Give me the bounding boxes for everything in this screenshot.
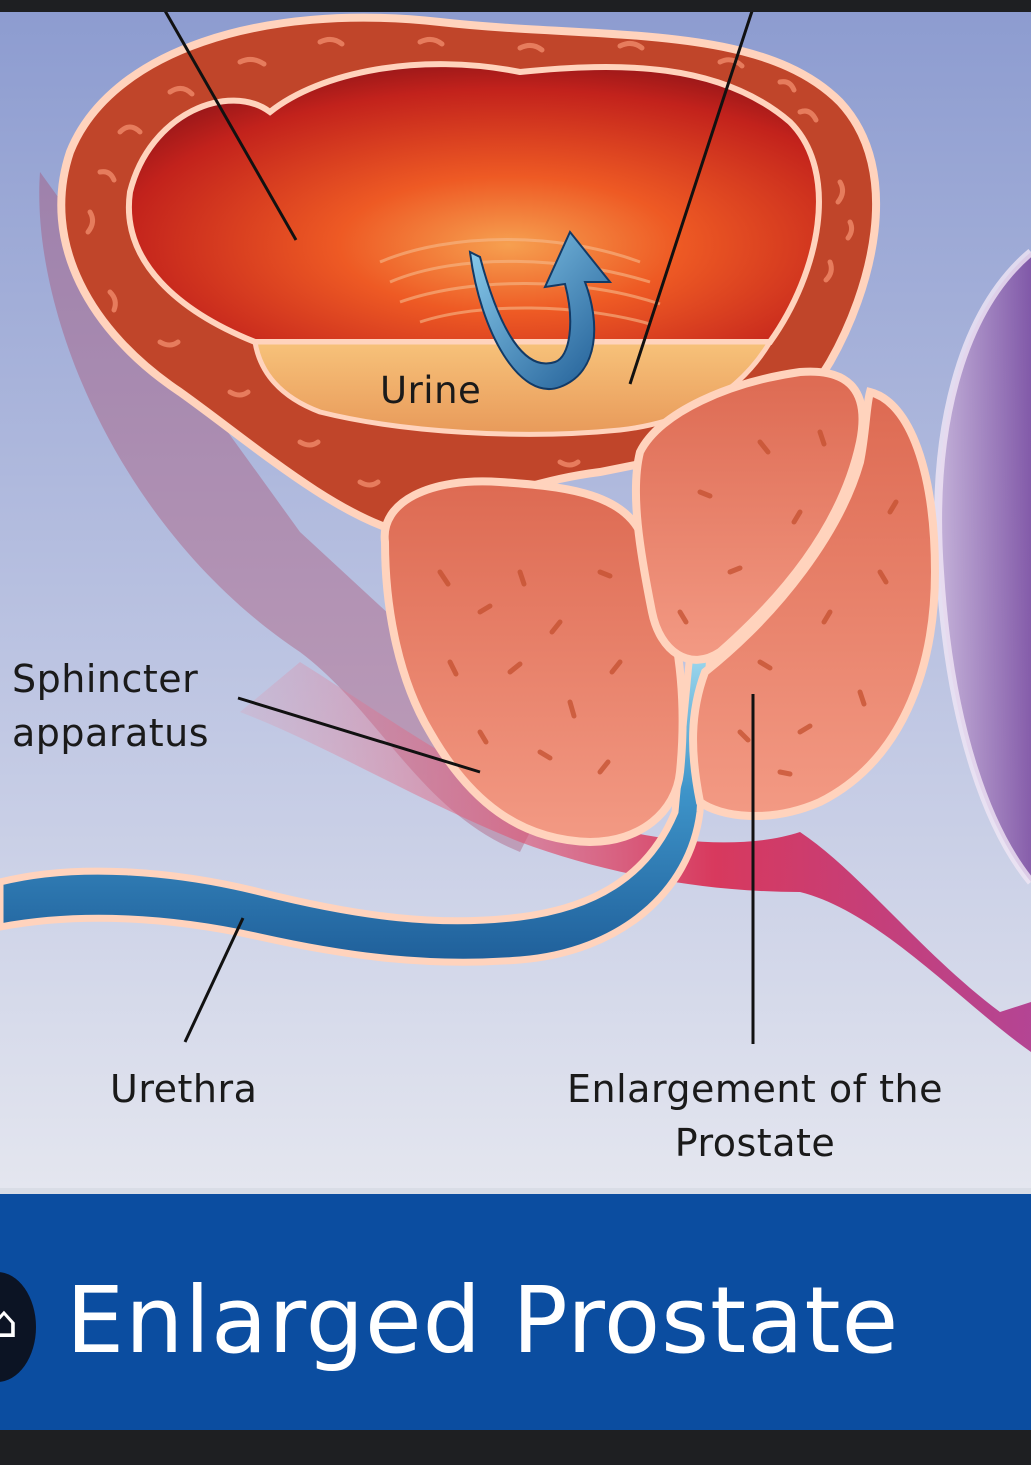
bottom-bar xyxy=(0,1430,1031,1465)
urethra-tube xyxy=(0,648,714,966)
urine-flow-arrow xyxy=(468,230,613,390)
label-enlargement-of-prostate: Enlargement of the Prostate xyxy=(567,1067,943,1165)
bladder-cavity xyxy=(125,61,822,345)
title-banner: ⌂ Enlarged Prostate xyxy=(0,1194,1031,1430)
label-urethra: Urethra xyxy=(110,1067,258,1111)
prostate-lobe-left xyxy=(380,477,687,847)
label-urine: Urine xyxy=(380,369,482,412)
source-badge[interactable]: ⌂ xyxy=(0,1272,36,1382)
leader-lines xyxy=(163,12,755,1044)
prostate-lobe-top xyxy=(631,367,867,664)
label-sphincter-apparatus: Sphincter apparatus xyxy=(12,657,210,755)
top-status-bar xyxy=(0,0,1031,12)
banner-title: Enlarged Prostate xyxy=(66,1267,900,1374)
prostate-illustration: Urine Sphincter apparatus Urethra Enlarg… xyxy=(0,12,1031,1190)
right-organ xyxy=(938,252,1031,882)
home-icon: ⌂ xyxy=(0,1297,18,1348)
banner-separator xyxy=(0,1188,1031,1194)
